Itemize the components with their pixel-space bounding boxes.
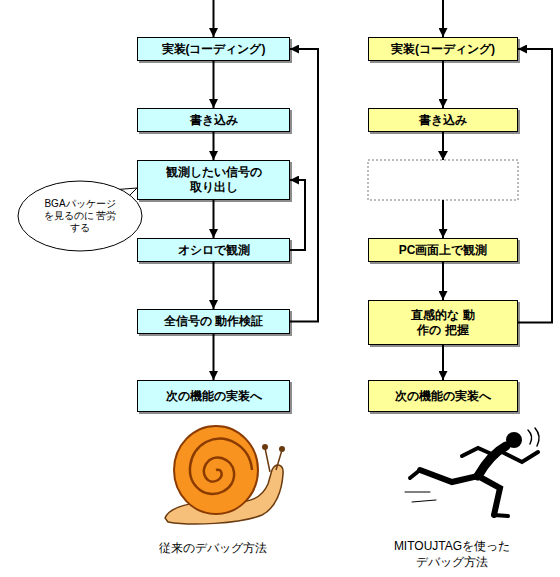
arrow-head: [438, 151, 448, 160]
process-box: 次の機能の実装へ: [368, 380, 518, 412]
flow-arrow: [213, 334, 215, 380]
flow-arrow: [213, 200, 215, 238]
box-label: 観測したい信号の 取り出し: [164, 165, 264, 195]
runner-arm: [462, 448, 496, 456]
runner-leg: [478, 476, 500, 515]
runner-leg: [420, 470, 478, 482]
process-box: 実装(コーディング): [137, 37, 290, 61]
flow-arrow: [213, 61, 215, 108]
runner-arm: [502, 452, 538, 462]
box-label: 次の機能の実装へ: [395, 389, 491, 404]
snail-stalk: [265, 448, 270, 472]
runner-foot: [494, 515, 508, 516]
process-box: 全信号の 動作検証: [137, 309, 290, 334]
box-label: 次の機能の実装へ: [166, 389, 262, 404]
runner-illustration: [405, 428, 539, 516]
callout-ellipse: [18, 181, 142, 251]
process-box: 書き込み: [368, 108, 518, 132]
box-label: 書き込み: [190, 113, 238, 128]
caption-label: 従来のデバッグ方法: [128, 540, 298, 556]
caption-label: MITOUJTAGを使った デバッグ方法: [387, 538, 517, 570]
box-label: 直感的な 動作の 把握: [407, 308, 479, 338]
flow-arrow: [213, 262, 215, 309]
entry-arrow: [213, 0, 215, 37]
process-box: オシロで観測: [137, 238, 290, 262]
callout-bubble: BGAパッケージ を見るのに 苦労する: [17, 180, 143, 252]
box-label: 書き込み: [419, 113, 467, 128]
flow-arrow: [442, 61, 444, 108]
callout-text: BGAパッケージ を見るのに 苦労する: [41, 198, 119, 234]
box-label: オシロで観測: [178, 243, 250, 258]
process-box: PC画面上で観測: [368, 238, 518, 262]
snail-illustration: [165, 426, 285, 524]
runner-foot: [410, 470, 420, 478]
process-box: 観測したい信号の 取り出し: [137, 160, 290, 200]
flow-arrow: [290, 49, 318, 322]
snail-shell: [174, 426, 258, 514]
box-label: 全信号の 動作検証: [164, 314, 263, 329]
snail-stalk: [276, 450, 282, 470]
box-label: 実装(コーディング): [391, 42, 495, 57]
snail-spiral: [190, 439, 252, 494]
flow-arrow: [442, 262, 444, 300]
box-label: PC画面上で観測: [399, 243, 488, 258]
process-box: 実装(コーディング): [368, 37, 518, 61]
snail-eye: [262, 444, 268, 450]
motion-mark: [405, 492, 436, 502]
flow-arrow: [290, 180, 305, 250]
process-box: 直感的な 動作の 把握: [368, 300, 518, 345]
process-box: 次の機能の実装へ: [137, 380, 290, 412]
flow-arrow: [518, 49, 552, 323]
flow-arrow: [442, 345, 444, 380]
empty-step-box: [368, 160, 518, 200]
snail-eye: [279, 446, 285, 452]
flow-arrow: [213, 132, 215, 160]
process-box: 書き込み: [137, 108, 290, 132]
entry-arrow: [442, 0, 444, 37]
motion-mark: [535, 428, 539, 446]
box-label: 実装(コーディング): [162, 42, 266, 57]
motion-mark: [528, 430, 532, 444]
flow-arrow: [442, 132, 444, 238]
